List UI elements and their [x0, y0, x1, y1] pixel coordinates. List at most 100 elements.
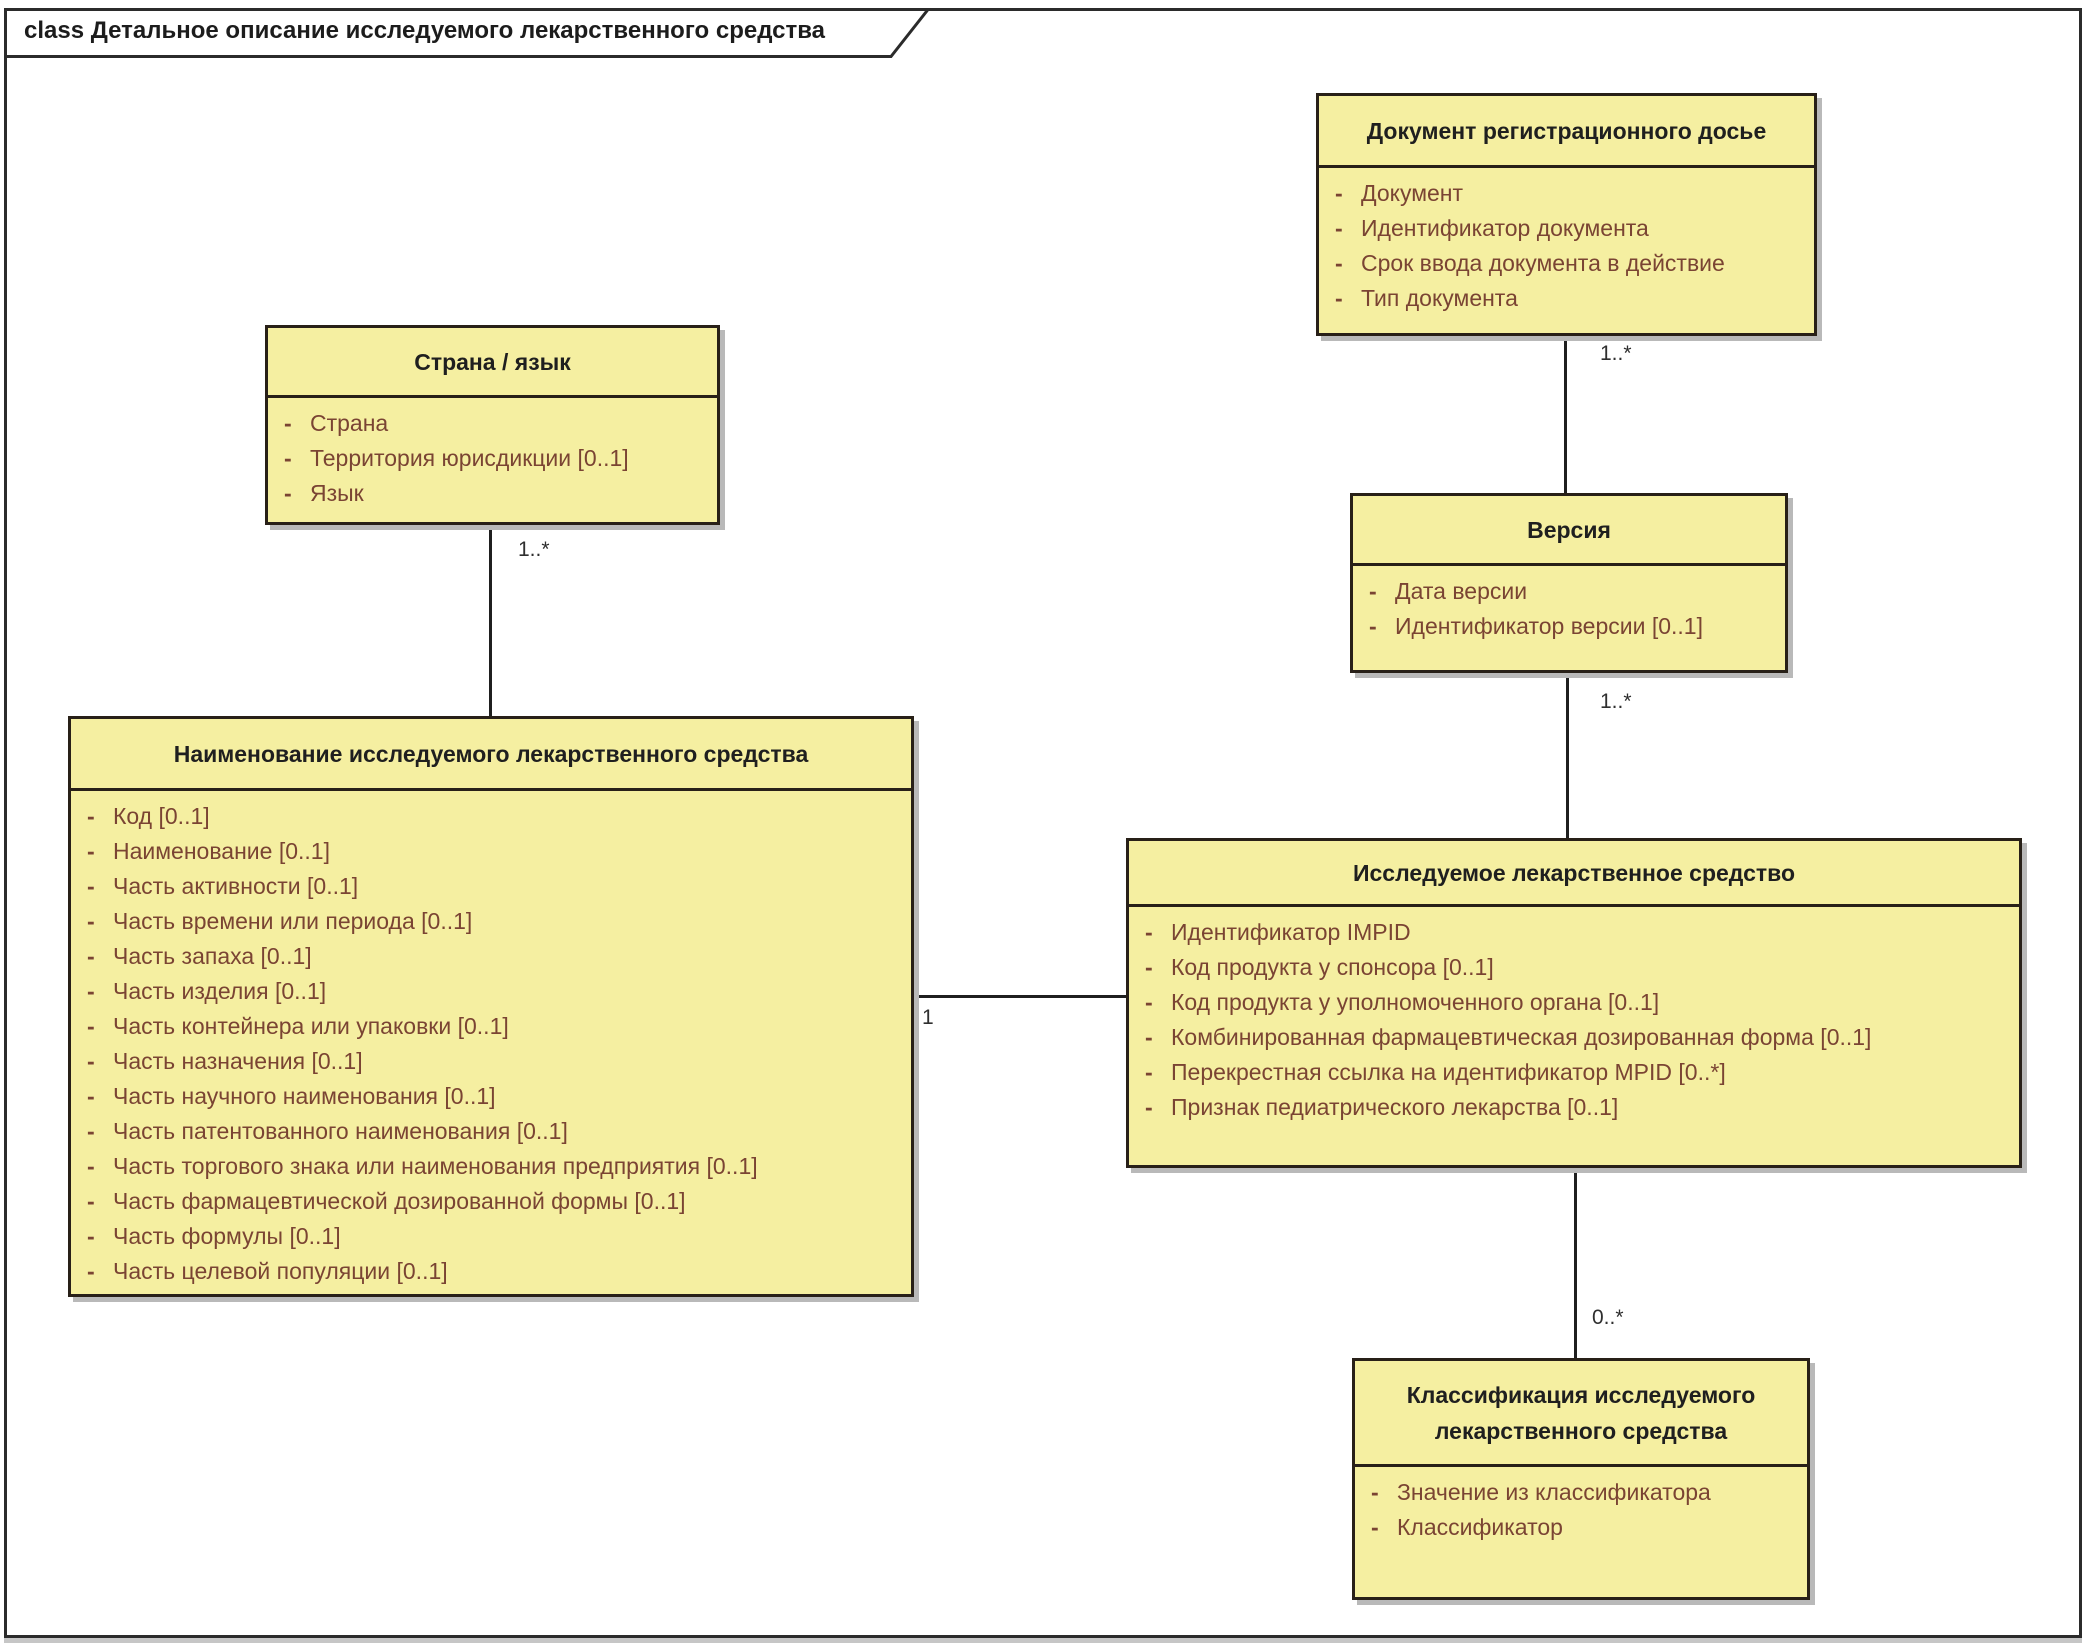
visibility-marker-icon: - — [1335, 285, 1343, 311]
visibility-marker-icon: - — [1335, 250, 1343, 276]
class-title: Исследуемое лекарственное средство — [1129, 841, 2019, 907]
attribute-label: Язык — [310, 480, 364, 506]
visibility-marker-icon: - — [284, 445, 292, 471]
attribute-row: -Часть целевой популяции [0..1] — [71, 1254, 911, 1289]
class-title: Документ регистрационного досье — [1319, 96, 1814, 168]
attribute-label: Часть запаха [0..1] — [113, 943, 312, 969]
attribute-label: Идентификатор версии [0..1] — [1395, 613, 1703, 639]
multiplicity-label: 1 — [922, 1006, 934, 1029]
attribute-row: -Часть запаха [0..1] — [71, 939, 911, 974]
attribute-label: Код [0..1] — [113, 803, 210, 829]
attribute-label: Код продукта у спонсора [0..1] — [1171, 954, 1494, 980]
attribute-row: -Дата версии — [1353, 574, 1785, 609]
attribute-row: -Идентификатор версии [0..1] — [1353, 609, 1785, 644]
attribute-label: Срок ввода документа в действие — [1361, 250, 1725, 276]
attribute-row: -Тип документа — [1319, 281, 1814, 316]
class-attributes: -Документ -Идентификатор документа -Срок… — [1319, 168, 1814, 333]
attribute-row: -Признак педиатрического лекарства [0..1… — [1129, 1090, 2019, 1125]
visibility-marker-icon: - — [87, 803, 95, 829]
attribute-row: -Часть времени или периода [0..1] — [71, 904, 911, 939]
visibility-marker-icon: - — [1145, 1094, 1153, 1120]
multiplicity-label: 1..* — [1600, 690, 1632, 713]
attribute-row: -Язык — [268, 476, 717, 511]
attribute-label: Код продукта у уполномоченного органа [0… — [1171, 989, 1660, 1015]
attribute-row: -Комбинированная фармацевтическая дозиро… — [1129, 1020, 2019, 1055]
attribute-label: Часть изделия [0..1] — [113, 978, 327, 1004]
attribute-label: Часть времени или периода [0..1] — [113, 908, 473, 934]
attribute-label: Комбинированная фармацевтическая дозиров… — [1171, 1024, 1872, 1050]
visibility-marker-icon: - — [1145, 1024, 1153, 1050]
class-attributes: -Дата версии -Идентификатор версии [0..1… — [1353, 566, 1785, 670]
attribute-label: Перекрестная ссылка на идентификатор MPI… — [1171, 1059, 1726, 1085]
visibility-marker-icon: - — [87, 1188, 95, 1214]
visibility-marker-icon: - — [87, 1153, 95, 1179]
visibility-marker-icon: - — [87, 838, 95, 864]
connector-country-name — [489, 525, 492, 716]
attribute-row: -Классификатор — [1355, 1510, 1807, 1545]
class-attributes: -Страна -Территория юрисдикции [0..1] -Я… — [268, 398, 717, 522]
visibility-marker-icon: - — [1145, 989, 1153, 1015]
connector-name-imp — [914, 995, 1126, 998]
visibility-marker-icon: - — [87, 978, 95, 1004]
class-title: Классификация исследуемого лекарственног… — [1355, 1361, 1807, 1467]
attribute-label: Идентификатор IMPID — [1171, 919, 1411, 945]
visibility-marker-icon: - — [1371, 1514, 1379, 1540]
attribute-row: -Значение из классификатора — [1355, 1475, 1807, 1510]
visibility-marker-icon: - — [87, 1258, 95, 1284]
attribute-row: -Срок ввода документа в действие — [1319, 246, 1814, 281]
attribute-label: Часть научного наименования [0..1] — [113, 1083, 496, 1109]
class-attributes: -Значение из классификатора -Классификат… — [1355, 1467, 1807, 1597]
visibility-marker-icon: - — [1335, 180, 1343, 206]
attribute-label: Признак педиатрического лекарства [0..1] — [1171, 1094, 1619, 1120]
attribute-row: -Идентификатор IMPID — [1129, 915, 2019, 950]
visibility-marker-icon: - — [87, 908, 95, 934]
attribute-label: Часть контейнера или упаковки [0..1] — [113, 1013, 509, 1039]
attribute-label: Часть торгового знака или наименования п… — [113, 1153, 758, 1179]
attribute-row: -Наименование [0..1] — [71, 834, 911, 869]
visibility-marker-icon: - — [284, 410, 292, 436]
attribute-label: Часть патентованного наименования [0..1] — [113, 1118, 568, 1144]
attribute-label: Часть фармацевтической дозированной форм… — [113, 1188, 686, 1214]
attribute-label: Тип документа — [1361, 285, 1518, 311]
visibility-marker-icon: - — [284, 480, 292, 506]
visibility-marker-icon: - — [87, 1048, 95, 1074]
attribute-row: -Часть торгового знака или наименования … — [71, 1149, 911, 1184]
visibility-marker-icon: - — [87, 1013, 95, 1039]
attribute-row: -Документ — [1319, 176, 1814, 211]
attribute-row: -Часть фармацевтической дозированной фор… — [71, 1184, 911, 1219]
attribute-row: -Код продукта у уполномоченного органа [… — [1129, 985, 2019, 1020]
diagram-frame-tab — [4, 8, 932, 58]
attribute-label: Часть активности [0..1] — [113, 873, 359, 899]
attribute-label: Документ — [1361, 180, 1464, 206]
visibility-marker-icon: - — [1145, 1059, 1153, 1085]
attribute-row: -Часть активности [0..1] — [71, 869, 911, 904]
attribute-label: Наименование [0..1] — [113, 838, 330, 864]
class-attributes: -Идентификатор IMPID -Код продукта у спо… — [1129, 907, 2019, 1165]
multiplicity-label: 1..* — [1600, 342, 1632, 365]
connector-imp-classification — [1574, 1168, 1577, 1358]
class-box-imp-name[interactable]: Наименование исследуемого лекарственного… — [68, 716, 914, 1297]
multiplicity-label: 0..* — [1592, 1306, 1624, 1329]
class-box-country-language[interactable]: Страна / язык -Страна -Территория юрисди… — [265, 325, 720, 525]
visibility-marker-icon: - — [1369, 613, 1377, 639]
class-box-version[interactable]: Версия -Дата версии -Идентификатор верси… — [1350, 493, 1788, 673]
visibility-marker-icon: - — [1145, 954, 1153, 980]
visibility-marker-icon: - — [87, 873, 95, 899]
attribute-row: -Часть изделия [0..1] — [71, 974, 911, 1009]
attribute-row: -Часть назначения [0..1] — [71, 1044, 911, 1079]
attribute-row: -Территория юрисдикции [0..1] — [268, 441, 717, 476]
class-box-imp-classification[interactable]: Классификация исследуемого лекарственног… — [1352, 1358, 1810, 1600]
visibility-marker-icon: - — [1371, 1479, 1379, 1505]
visibility-marker-icon: - — [1145, 919, 1153, 945]
attribute-row: -Часть патентованного наименования [0..1… — [71, 1114, 911, 1149]
attribute-label: Часть назначения [0..1] — [113, 1048, 363, 1074]
attribute-label: Идентификатор документа — [1361, 215, 1649, 241]
class-box-dossier-document[interactable]: Документ регистрационного досье -Докумен… — [1316, 93, 1817, 336]
class-title: Наименование исследуемого лекарственного… — [71, 719, 911, 791]
visibility-marker-icon: - — [87, 1118, 95, 1144]
class-box-investigational-product[interactable]: Исследуемое лекарственное средство -Иден… — [1126, 838, 2022, 1168]
multiplicity-label: 1..* — [518, 538, 550, 561]
visibility-marker-icon: - — [1369, 578, 1377, 604]
attribute-label: Часть формулы [0..1] — [113, 1223, 341, 1249]
